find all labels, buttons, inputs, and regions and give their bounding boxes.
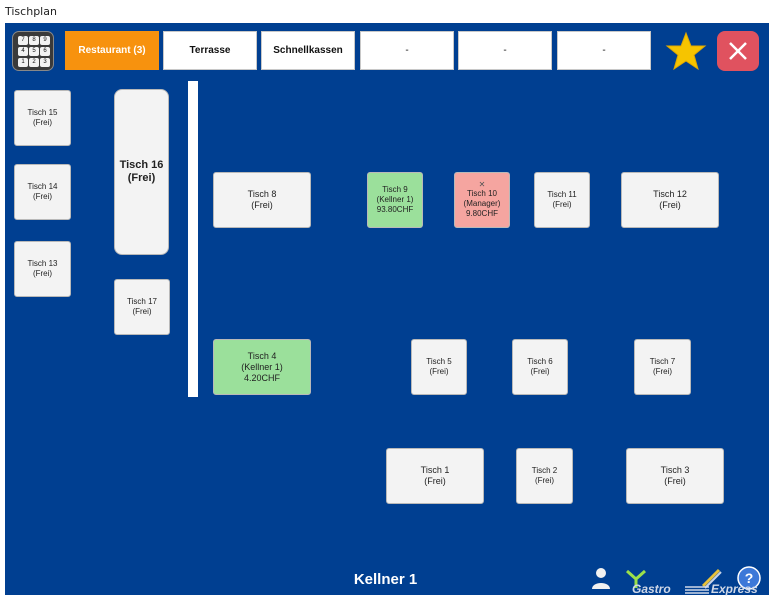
table-status: (Kellner 1) (241, 361, 283, 372)
table-1[interactable]: Tisch 1 (Frei) (386, 448, 484, 504)
table-name: Tisch 14 (27, 182, 58, 191)
help-button[interactable]: ? (737, 566, 761, 590)
table-name: Tisch 13 (27, 259, 58, 268)
filter-button[interactable] (624, 566, 648, 590)
user-icon (592, 568, 610, 589)
table-status: (Frei) (424, 476, 446, 486)
tab-empty-1[interactable]: - (360, 31, 454, 70)
numpad-key: 3 (40, 58, 50, 67)
help-icon: ? (737, 566, 761, 590)
table-17[interactable]: Tisch 17 (Frei) (114, 279, 170, 335)
table-9[interactable]: Tisch 9 (Kellner 1) 93.80CHF (367, 172, 423, 228)
table-6[interactable]: Tisch 6 (Frei) (512, 339, 568, 395)
table-name: Tisch 12 (653, 189, 687, 199)
table-16[interactable]: Tisch 16 (Frei) (114, 89, 169, 255)
tab-schnellkassen[interactable]: Schnellkassen (261, 31, 355, 70)
logo-lines-icon (685, 586, 709, 594)
numpad-key: 2 (29, 58, 39, 67)
window-title: Tischplan (5, 5, 57, 18)
room-divider-wall (188, 81, 198, 397)
table-status: (Frei) (127, 172, 156, 184)
numpad-key: 7 (18, 36, 28, 45)
window-titlebar: Tischplan (0, 0, 771, 23)
table-name: Tisch 8 (247, 189, 277, 199)
edit-icon (701, 568, 722, 589)
numpad-key: 4 (18, 47, 28, 56)
numpad-button[interactable]: 7 8 9 4 5 6 1 2 3 (12, 31, 54, 71)
filter-icon (626, 569, 646, 588)
table-name: Tisch 6 (527, 357, 553, 366)
favorite-star-button[interactable] (665, 31, 707, 71)
tab-restaurant[interactable]: Restaurant (3) (65, 31, 159, 70)
table-name: Tisch 1 (420, 465, 450, 475)
table-14[interactable]: Tisch 14 (Frei) (14, 164, 71, 220)
table-status: (Frei) (32, 118, 53, 127)
table-name: Tisch 10 (467, 189, 497, 198)
numpad-key: 6 (40, 47, 50, 56)
logo-text-left: Gastro (632, 582, 671, 596)
table-name: Tisch 9 (382, 185, 408, 194)
table-status: (Frei) (32, 269, 53, 278)
table-status: (Frei) (429, 367, 449, 376)
lock-mark-icon: ✕ (478, 180, 486, 189)
table-status: (Kellner 1) (376, 195, 414, 204)
numpad-key: 5 (29, 47, 39, 56)
close-icon (729, 42, 747, 60)
table-name: Tisch 2 (531, 466, 558, 475)
table-2[interactable]: Tisch 2 (Frei) (516, 448, 573, 504)
tab-empty-3[interactable]: - (557, 31, 651, 70)
table-name: Tisch 17 (127, 297, 157, 306)
table-8[interactable]: Tisch 8 (Frei) (213, 172, 311, 228)
table-status: (Frei) (552, 200, 572, 209)
table-status: (Frei) (664, 476, 686, 486)
table-name: Tisch 11 (547, 190, 577, 199)
close-button[interactable] (717, 31, 759, 71)
gastroexpress-logo: Gastro Express (627, 582, 767, 596)
tab-terrasse[interactable]: Terrasse (163, 31, 257, 70)
table-amount: 4.20CHF (243, 372, 280, 383)
tab-empty-2[interactable]: - (458, 31, 552, 70)
table-name: Tisch 3 (660, 465, 690, 475)
table-11[interactable]: Tisch 11 (Frei) (534, 172, 590, 228)
table-7[interactable]: Tisch 7 (Frei) (634, 339, 691, 395)
table-amount: 9.80CHF (465, 209, 498, 218)
table-status: (Frei) (652, 367, 673, 376)
table-status: (Frei) (659, 200, 681, 210)
table-status: (Frei) (251, 200, 273, 210)
table-10[interactable]: ✕ Tisch 10 (Manager) 9.80CHF (454, 172, 510, 228)
table-status: (Frei) (530, 367, 550, 376)
edit-button[interactable] (699, 566, 723, 590)
table-status: (Frei) (534, 476, 555, 485)
table-amount: 93.80CHF (376, 205, 414, 214)
table-name: Tisch 5 (426, 357, 452, 366)
table-5[interactable]: Tisch 5 (Frei) (411, 339, 467, 395)
numpad-key: 8 (29, 36, 39, 45)
table-status: (Manager) (463, 199, 501, 208)
current-waiter-label: Kellner 1 (353, 571, 418, 588)
table-4[interactable]: Tisch 4 (Kellner 1) 4.20CHF (213, 339, 311, 395)
logo-text-right: Express (711, 582, 758, 596)
table-3[interactable]: Tisch 3 (Frei) (626, 448, 724, 504)
numpad-key: 9 (40, 36, 50, 45)
star-icon (665, 31, 707, 71)
table-status: (Frei) (132, 307, 152, 316)
user-button[interactable] (589, 566, 613, 590)
table-12[interactable]: Tisch 12 (Frei) (621, 172, 719, 228)
table-15[interactable]: Tisch 15 (Frei) (14, 90, 71, 146)
table-status: (Frei) (32, 192, 53, 201)
numpad-key: 1 (18, 58, 28, 67)
svg-text:?: ? (745, 570, 754, 586)
table-13[interactable]: Tisch 13 (Frei) (14, 241, 71, 297)
table-name: Tisch 4 (247, 350, 277, 361)
table-name: Tisch 16 (119, 159, 164, 171)
table-name: Tisch 15 (27, 108, 58, 117)
table-name: Tisch 7 (649, 357, 676, 366)
